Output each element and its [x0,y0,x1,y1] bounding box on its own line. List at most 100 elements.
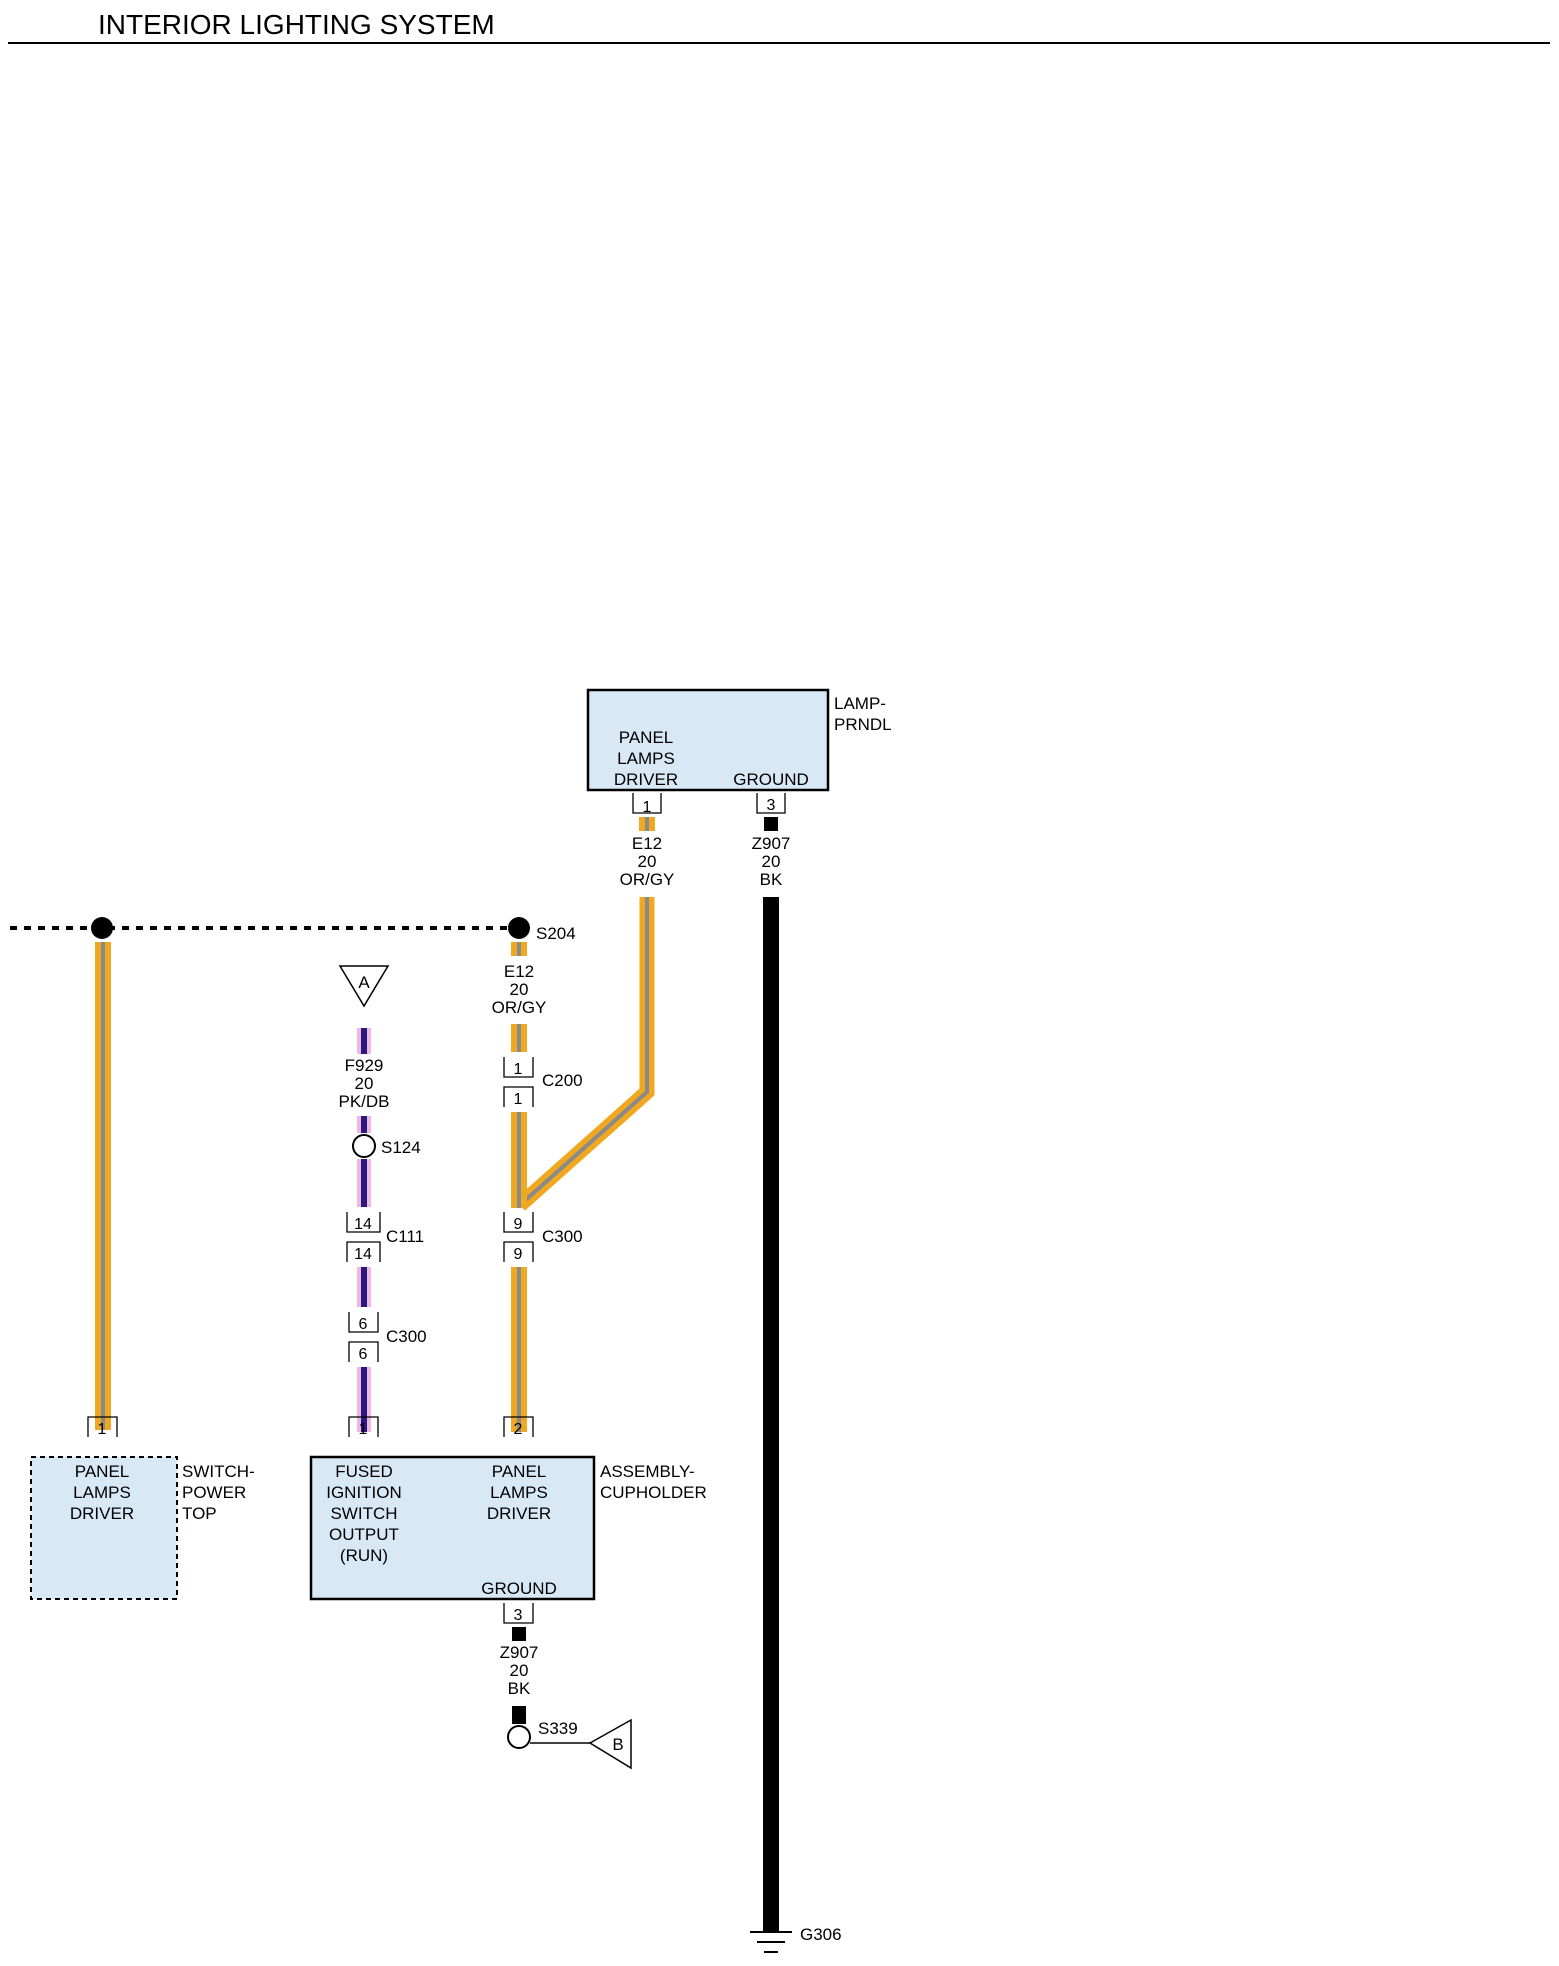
f929-wire-b [357,1116,371,1133]
f929-wire-a [357,1028,371,1054]
switch-pin1-label-1: PANEL [75,1462,130,1481]
svg-text:1: 1 [514,1061,523,1078]
e12-mid-wire-b [511,1112,527,1208]
svg-text:F929: F929 [345,1056,384,1075]
svg-text:B: B [612,1735,623,1754]
svg-text:BK: BK [760,870,783,889]
svg-text:20: 20 [355,1074,374,1093]
svg-text:Z907: Z907 [752,834,791,853]
s204-label: S204 [536,924,576,943]
svg-text:14: 14 [354,1216,372,1233]
c111-connector: 14 14 C111 [346,1212,424,1263]
svg-text:OR/GY: OR/GY [620,870,675,889]
e12-mid-stub [511,942,527,956]
page-title: INTERIOR LIGHTING SYSTEM [98,9,495,40]
lamp-prndl-pin1-label-1: PANEL [619,728,674,747]
cup-pin3-label: GROUND [481,1579,557,1598]
lamp-prndl-module: LAMP- PRNDL PANEL LAMPS DRIVER GROUND [586,688,892,792]
ref-b-triangle: B [588,1718,632,1770]
svg-text:E12: E12 [632,834,662,853]
switch-name-3: TOP [182,1504,217,1523]
cup-pin1-label-5: (RUN) [340,1546,388,1565]
svg-text:3: 3 [767,797,776,814]
c300-left-label: C300 [386,1327,427,1346]
svg-text:PK/DB: PK/DB [338,1092,389,1111]
lamp-prndl-pin3: 3 [756,793,786,814]
svg-text:1: 1 [643,799,652,816]
z907-right-label: Z907 20 BK [752,834,791,889]
cupholder-pin2: 2 [503,1416,534,1438]
svg-text:6: 6 [359,1316,368,1333]
svg-text:OR/GY: OR/GY [492,998,547,1017]
e12-top-stub [639,817,655,831]
c200-connector: 1 1 C200 [503,1057,583,1108]
cupholder-pin3: 3 [503,1603,534,1624]
z907-bottom-stub [512,1627,526,1641]
svg-text:BK: BK [508,1679,531,1698]
c200-label: C200 [542,1071,583,1090]
lamp-prndl-name-1: LAMP- [834,694,886,713]
svg-text:20: 20 [762,852,781,871]
lamp-prndl-pin1-label-3: DRIVER [614,770,678,789]
e12-mid-label: E12 20 OR/GY [492,962,547,1017]
svg-text:6: 6 [359,1346,368,1363]
cupholder-pin1: 1 [348,1416,379,1438]
cup-pin1-label-2: IGNITION [326,1483,402,1502]
svg-text:E12: E12 [504,962,534,981]
c300-right-connector: 9 9 C300 [503,1212,583,1263]
z907-ground-wire [763,897,779,1932]
cup-pin1-label-3: SWITCH [330,1504,397,1523]
f929-wire-e [357,1367,371,1432]
svg-text:1: 1 [98,1421,107,1438]
svg-text:20: 20 [510,1661,529,1680]
lamp-prndl-pin3-label: GROUND [733,770,809,789]
e12-mid-wire-a [511,1024,527,1052]
cupholder-name-2: CUPHOLDER [600,1483,707,1502]
cup-pin2-label-3: DRIVER [487,1504,551,1523]
cupholder-name-1: ASSEMBLY- [600,1462,695,1481]
cup-pin2-label-1: PANEL [492,1462,547,1481]
svg-text:2: 2 [514,1421,523,1438]
switch-power-top-pin1: 1 [87,1416,118,1438]
c300-right-label: C300 [542,1227,583,1246]
switch-name-1: SWITCH- [182,1462,255,1481]
cup-pin1-label-4: OUTPUT [329,1525,399,1544]
switch-feed-wire [95,942,111,1430]
svg-text:1: 1 [359,1421,368,1438]
bus-junction-dot [91,917,113,939]
svg-text:20: 20 [638,852,657,871]
svg-text:A: A [358,973,370,992]
g306-ground-symbol [750,1931,792,1953]
g306-label: G306 [800,1925,842,1944]
svg-text:1: 1 [514,1091,523,1108]
svg-text:9: 9 [514,1216,523,1233]
cup-pin1-label-1: FUSED [335,1462,393,1481]
s204-splice [508,917,530,939]
s339-label: S339 [538,1719,578,1738]
c300-left-connector: 6 6 C300 [348,1312,427,1363]
svg-text:Z907: Z907 [500,1643,539,1662]
e12-diagonal-wire [515,897,655,1211]
switch-name-2: POWER [182,1483,246,1502]
switch-pin1-label-2: LAMPS [73,1483,131,1502]
e12-mid-wire-c [511,1267,527,1432]
lamp-prndl-name-2: PRNDL [834,715,892,734]
c111-label: C111 [386,1227,424,1246]
switch-power-top-module: PANEL LAMPS DRIVER SWITCH- POWER TOP [30,1456,255,1600]
f929-label: F929 20 PK/DB [338,1056,389,1111]
z907-bottom-wire [512,1706,526,1724]
svg-text:20: 20 [510,980,529,999]
switch-pin1-label-3: DRIVER [70,1504,134,1523]
svg-text:9: 9 [514,1246,523,1263]
svg-text:3: 3 [514,1607,523,1624]
s339-splice [507,1725,531,1749]
f929-wire-d [357,1267,371,1307]
ref-a-triangle: A [338,965,390,1008]
s124-splice [352,1134,376,1158]
z907-bottom-label: Z907 20 BK [500,1643,539,1698]
lamp-prndl-pin1-label-2: LAMPS [617,749,675,768]
assembly-cupholder-module: FUSED IGNITION SWITCH OUTPUT (RUN) PANEL… [309,1455,707,1601]
svg-text:14: 14 [354,1246,372,1263]
e12-top-label: E12 20 OR/GY [620,834,675,889]
